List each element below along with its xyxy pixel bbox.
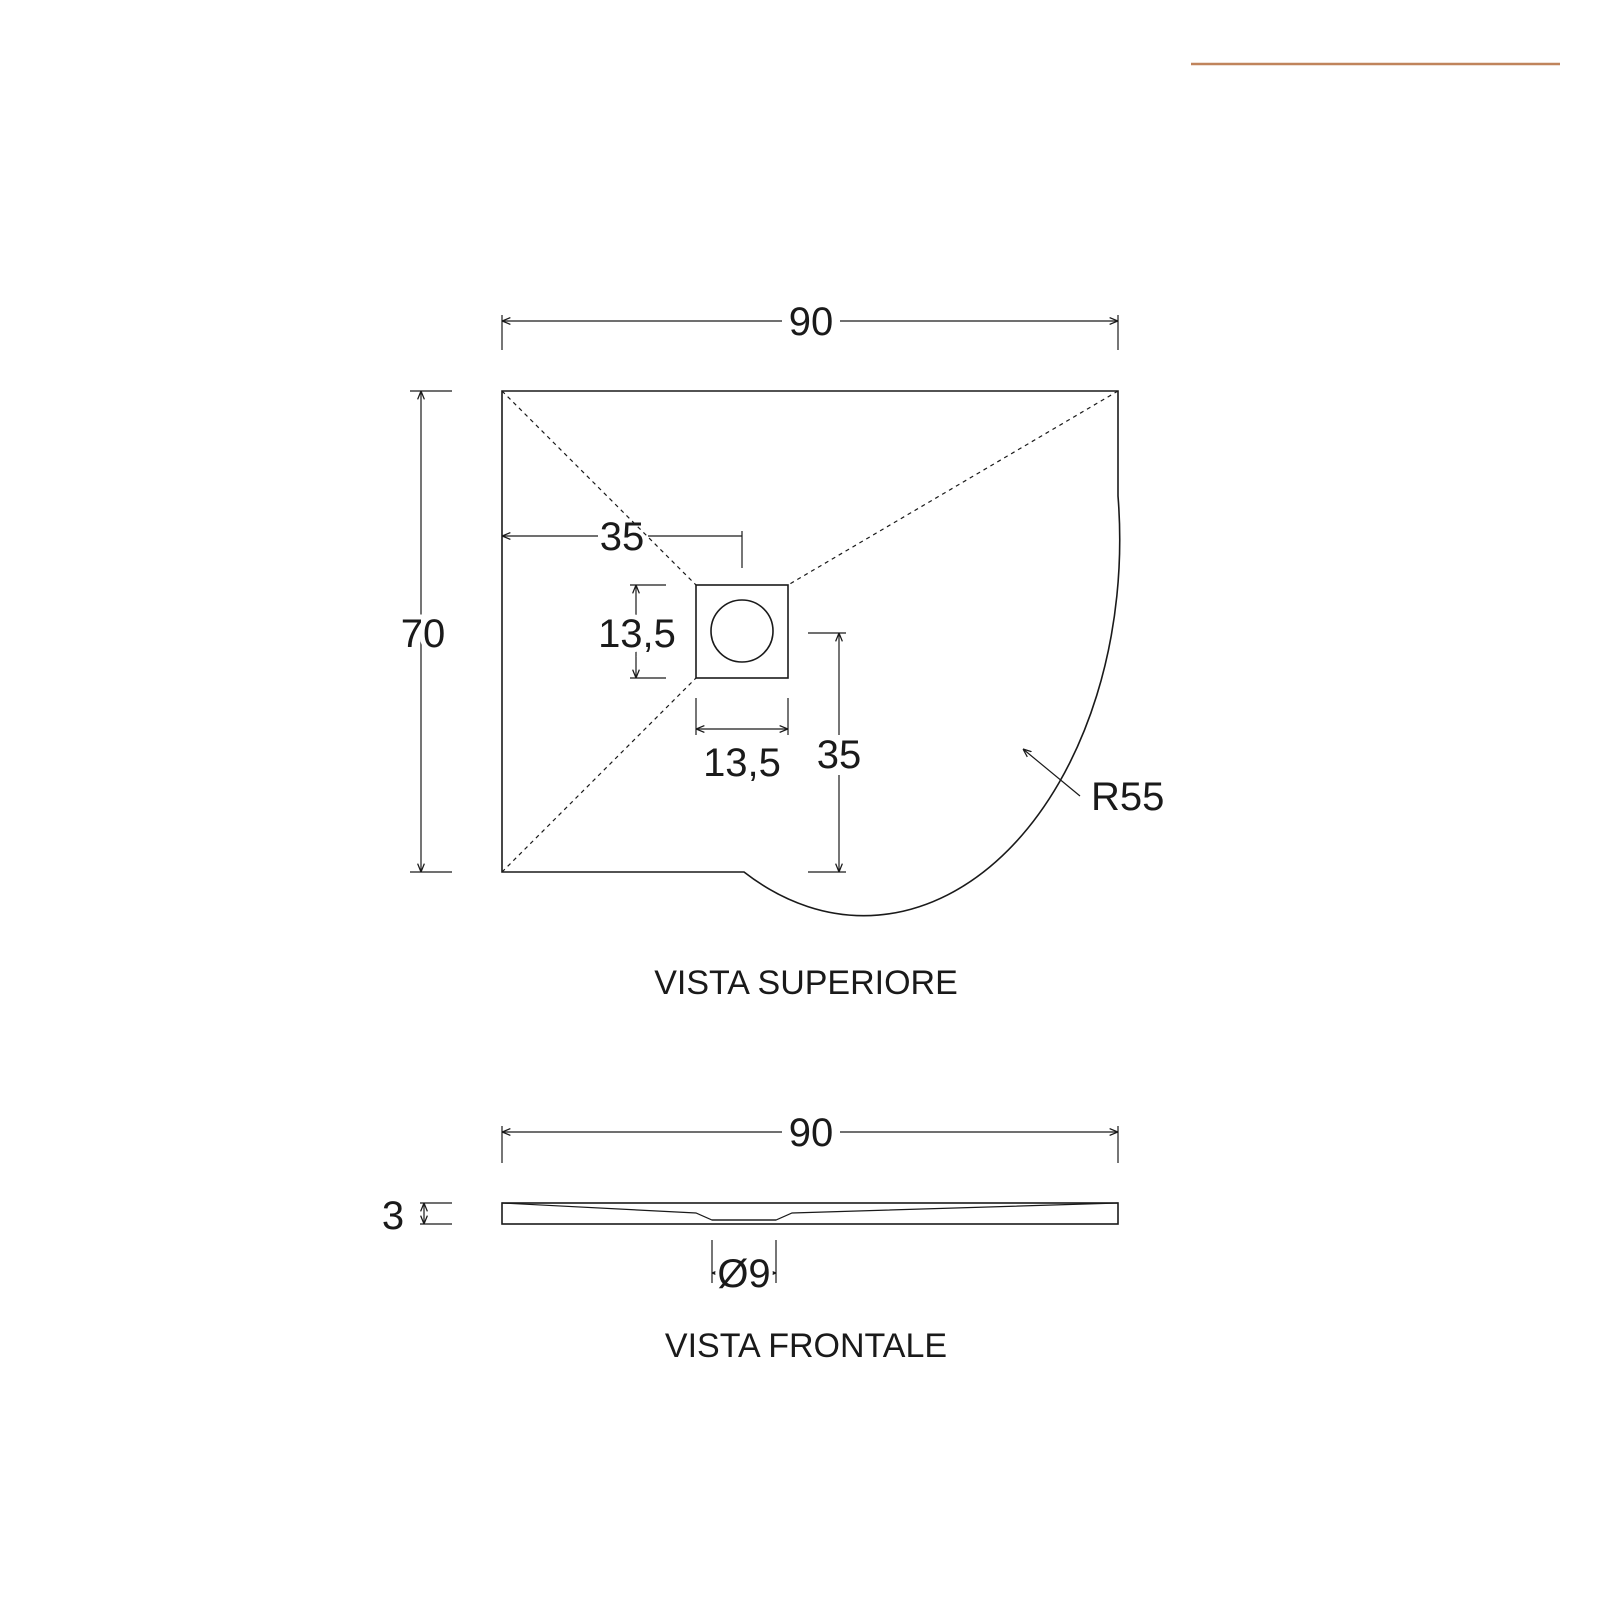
front-view-title: VISTA FRONTALE bbox=[665, 1327, 947, 1365]
width-label: 90 bbox=[789, 300, 834, 344]
drain-circle bbox=[710, 599, 774, 663]
drain-offset-y-label: 35 bbox=[817, 733, 862, 777]
dimension-drain-offset-x: 35 bbox=[502, 515, 743, 568]
slope-line-top-right bbox=[787, 390, 1119, 586]
dimension-drain-width: 13,5 bbox=[695, 698, 789, 785]
thickness-label: 3 bbox=[382, 1194, 404, 1238]
tray-slope-profile bbox=[501, 1202, 1119, 1221]
top-view: 90 70 35 13,5 13,5 bbox=[396, 300, 1165, 1002]
drain-diameter-label: Ø9 bbox=[717, 1252, 770, 1296]
dimension-depth: 70 bbox=[396, 390, 452, 873]
dimension-drain-height: 13,5 bbox=[593, 584, 681, 679]
slope-line-top-left bbox=[501, 390, 697, 586]
front-view: 90 3 Ø9 VISTA FRONTALE bbox=[382, 1111, 1119, 1365]
top-view-title: VISTA SUPERIORE bbox=[654, 964, 958, 1002]
depth-label: 70 bbox=[401, 612, 446, 656]
drain-offset-x-label: 35 bbox=[600, 515, 645, 559]
front-dimension-width: 90 bbox=[501, 1111, 1119, 1163]
drain-square bbox=[695, 584, 789, 679]
front-width-label: 90 bbox=[789, 1111, 834, 1155]
radius-label: R55 bbox=[1091, 775, 1164, 819]
dimension-drain-offset-y: 35 bbox=[808, 632, 862, 873]
radius-leader: R55 bbox=[1023, 749, 1164, 819]
drain-width-label: 13,5 bbox=[703, 741, 781, 785]
drain-height-label: 13,5 bbox=[598, 612, 676, 656]
dimension-width: 90 bbox=[501, 300, 1119, 350]
tray-profile bbox=[501, 1202, 1119, 1225]
front-dimension-thickness: 3 bbox=[382, 1194, 452, 1238]
slope-line-bottom-left bbox=[501, 677, 697, 873]
tray-outline bbox=[501, 390, 1121, 917]
front-dimension-drain-diameter: Ø9 bbox=[711, 1240, 777, 1300]
